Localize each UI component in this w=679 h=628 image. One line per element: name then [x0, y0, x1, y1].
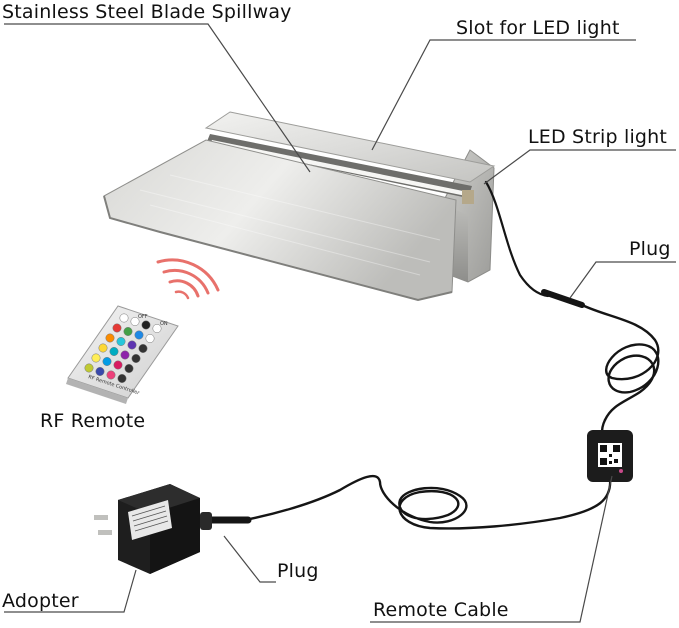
wireless-signal-icon — [156, 258, 220, 300]
rf-remote: RF Remote Controller OFF ON — [66, 305, 179, 404]
pointer-adopter — [4, 569, 137, 613]
remote-off-label: OFF — [138, 314, 148, 320]
power-adapter — [94, 484, 212, 574]
adapter-prong-1 — [94, 515, 108, 520]
remote-on-label: ON — [160, 321, 168, 327]
label-adopter: Adopter — [2, 590, 79, 612]
remote-button — [120, 350, 130, 360]
label-plug-top: Plug — [629, 238, 671, 260]
remote-button — [112, 323, 122, 333]
brushed-texture — [139, 174, 441, 276]
led-cable — [484, 180, 550, 298]
label-rf-remote: RF Remote — [40, 410, 146, 432]
remote-button — [102, 357, 112, 366]
cable-coil-right — [580, 303, 660, 422]
remote-button — [152, 324, 162, 333]
rf-controller-box — [587, 430, 633, 482]
label-led-strip: LED Strip light — [528, 126, 668, 148]
pointer-slot — [371, 39, 636, 151]
remote-button — [141, 320, 151, 330]
pointer-plug-bottom — [223, 535, 276, 583]
remote-button — [134, 330, 144, 340]
top-plug-connector — [541, 289, 585, 308]
spillway-end-clip — [462, 190, 474, 204]
remote-button — [123, 327, 133, 336]
remote-button — [131, 354, 141, 363]
pointer-lines — [4, 23, 676, 623]
spillway-top-lid — [204, 111, 496, 183]
label-slot: Slot for LED light — [456, 17, 620, 39]
pointer-spillway — [4, 23, 311, 173]
remote-button — [119, 313, 129, 323]
remote-button — [116, 337, 126, 346]
remote-button — [109, 347, 119, 356]
label-spillway: Stainless Steel Blade Spillway — [2, 1, 292, 23]
cable-from-controller — [243, 474, 612, 530]
remote-button — [124, 364, 134, 373]
remote-button — [95, 367, 105, 376]
pointer-led-strip — [483, 149, 676, 185]
remote-button — [113, 360, 123, 370]
remote-button — [98, 343, 108, 353]
remote-buttons — [84, 313, 162, 383]
spillway — [103, 111, 496, 302]
remote-button — [145, 334, 155, 343]
remote-button — [117, 374, 127, 383]
remote-button — [130, 317, 140, 326]
remote-button — [106, 370, 116, 380]
remote-button — [105, 333, 115, 343]
led-strip — [210, 140, 468, 196]
pointer-plug-top — [569, 261, 676, 299]
pointer-remote-cable — [370, 475, 613, 623]
label-plug-bottom: Plug — [277, 560, 319, 582]
label-remote-cable: Remote Cable — [373, 599, 509, 621]
spillway-blade-lip — [103, 195, 453, 302]
remote-button — [138, 344, 148, 353]
remote-button — [127, 340, 137, 350]
adapter-prong-2 — [98, 530, 112, 535]
remote-button — [91, 353, 101, 363]
remote-button — [84, 363, 94, 373]
